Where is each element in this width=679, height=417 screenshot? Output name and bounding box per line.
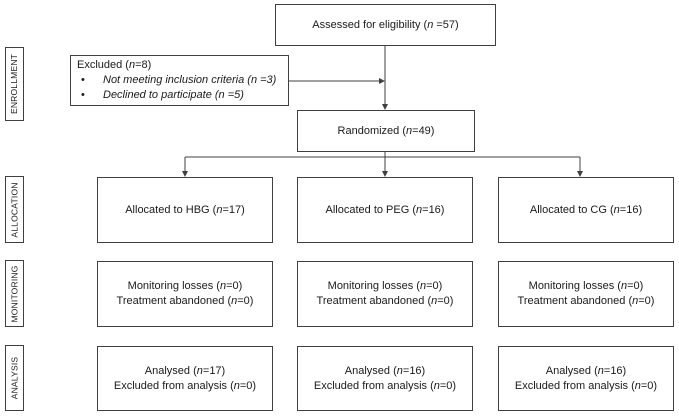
randomized-label: Randomized (n=49) (337, 124, 435, 137)
monitoring-losses-label: Monitoring losses (n=0) (327, 280, 443, 292)
assessed-box: Assessed for eligibility (n =57) (275, 4, 496, 46)
excluded-reason-item: Not meeting inclusion criteria (n =3) (77, 73, 282, 88)
randomized-box: Randomized (n=49) (297, 110, 475, 152)
analysed-label: Analysed (n=17) (144, 364, 226, 377)
phase-analysis: ANALYSIS (5, 345, 24, 411)
assessed-label: Assessed for eligibility (n =57) (312, 18, 459, 31)
treatment-abandoned-label: Treatment abandoned (n=0) (316, 295, 454, 307)
excluded-analysis-label: Excluded from analysis (n=0) (514, 379, 658, 392)
analysed-label: Analysed (n=16) (344, 364, 426, 377)
allocated-hbg-box: Allocated to HBG (n=17) (97, 177, 273, 243)
analysis-cg-box: Analysed (n=16) Excluded from analysis (… (498, 346, 674, 411)
phase-allocation: ALLOCATION (5, 176, 24, 243)
phase-monitoring: MONITORING (5, 260, 24, 327)
monitoring-losses-label: Monitoring losses (n=0) (127, 280, 243, 292)
monitoring-cg-box: Monitoring losses (n=0) Treatment abando… (498, 261, 674, 327)
allocated-label: Allocated to CG (n=16) (529, 203, 643, 216)
allocated-peg-box: Allocated to PEG (n=16) (297, 177, 473, 243)
monitoring-hbg-box: Monitoring losses (n=0) Treatment abando… (97, 261, 273, 327)
excluded-box: Excluded (n=8) Not meeting inclusion cri… (70, 55, 289, 106)
treatment-abandoned-label: Treatment abandoned (n=0) (116, 295, 254, 307)
allocated-label: Allocated to HBG (n=17) (125, 203, 245, 216)
phase-enrollment: ENROLLMENT (5, 47, 24, 121)
excluded-analysis-label: Excluded from analysis (n=0) (313, 379, 457, 392)
monitoring-losses-label: Monitoring losses (n=0) (528, 280, 644, 292)
excluded-title: Excluded (n=8) (77, 59, 152, 71)
analysed-label: Analysed (n=16) (545, 364, 627, 377)
analysis-peg-box: Analysed (n=16) Excluded from analysis (… (297, 346, 473, 411)
excluded-reason-item: Declined to participate (n =5) (77, 88, 282, 103)
monitoring-peg-box: Monitoring losses (n=0) Treatment abando… (297, 261, 473, 327)
excluded-analysis-label: Excluded from analysis (n=0) (113, 379, 257, 392)
analysis-hbg-box: Analysed (n=17) Excluded from analysis (… (97, 346, 273, 411)
allocated-cg-box: Allocated to CG (n=16) (498, 177, 674, 243)
allocated-label: Allocated to PEG (n=16) (325, 203, 445, 216)
treatment-abandoned-label: Treatment abandoned (n=0) (517, 295, 655, 307)
excluded-reasons: Not meeting inclusion criteria (n =3) De… (77, 73, 282, 103)
